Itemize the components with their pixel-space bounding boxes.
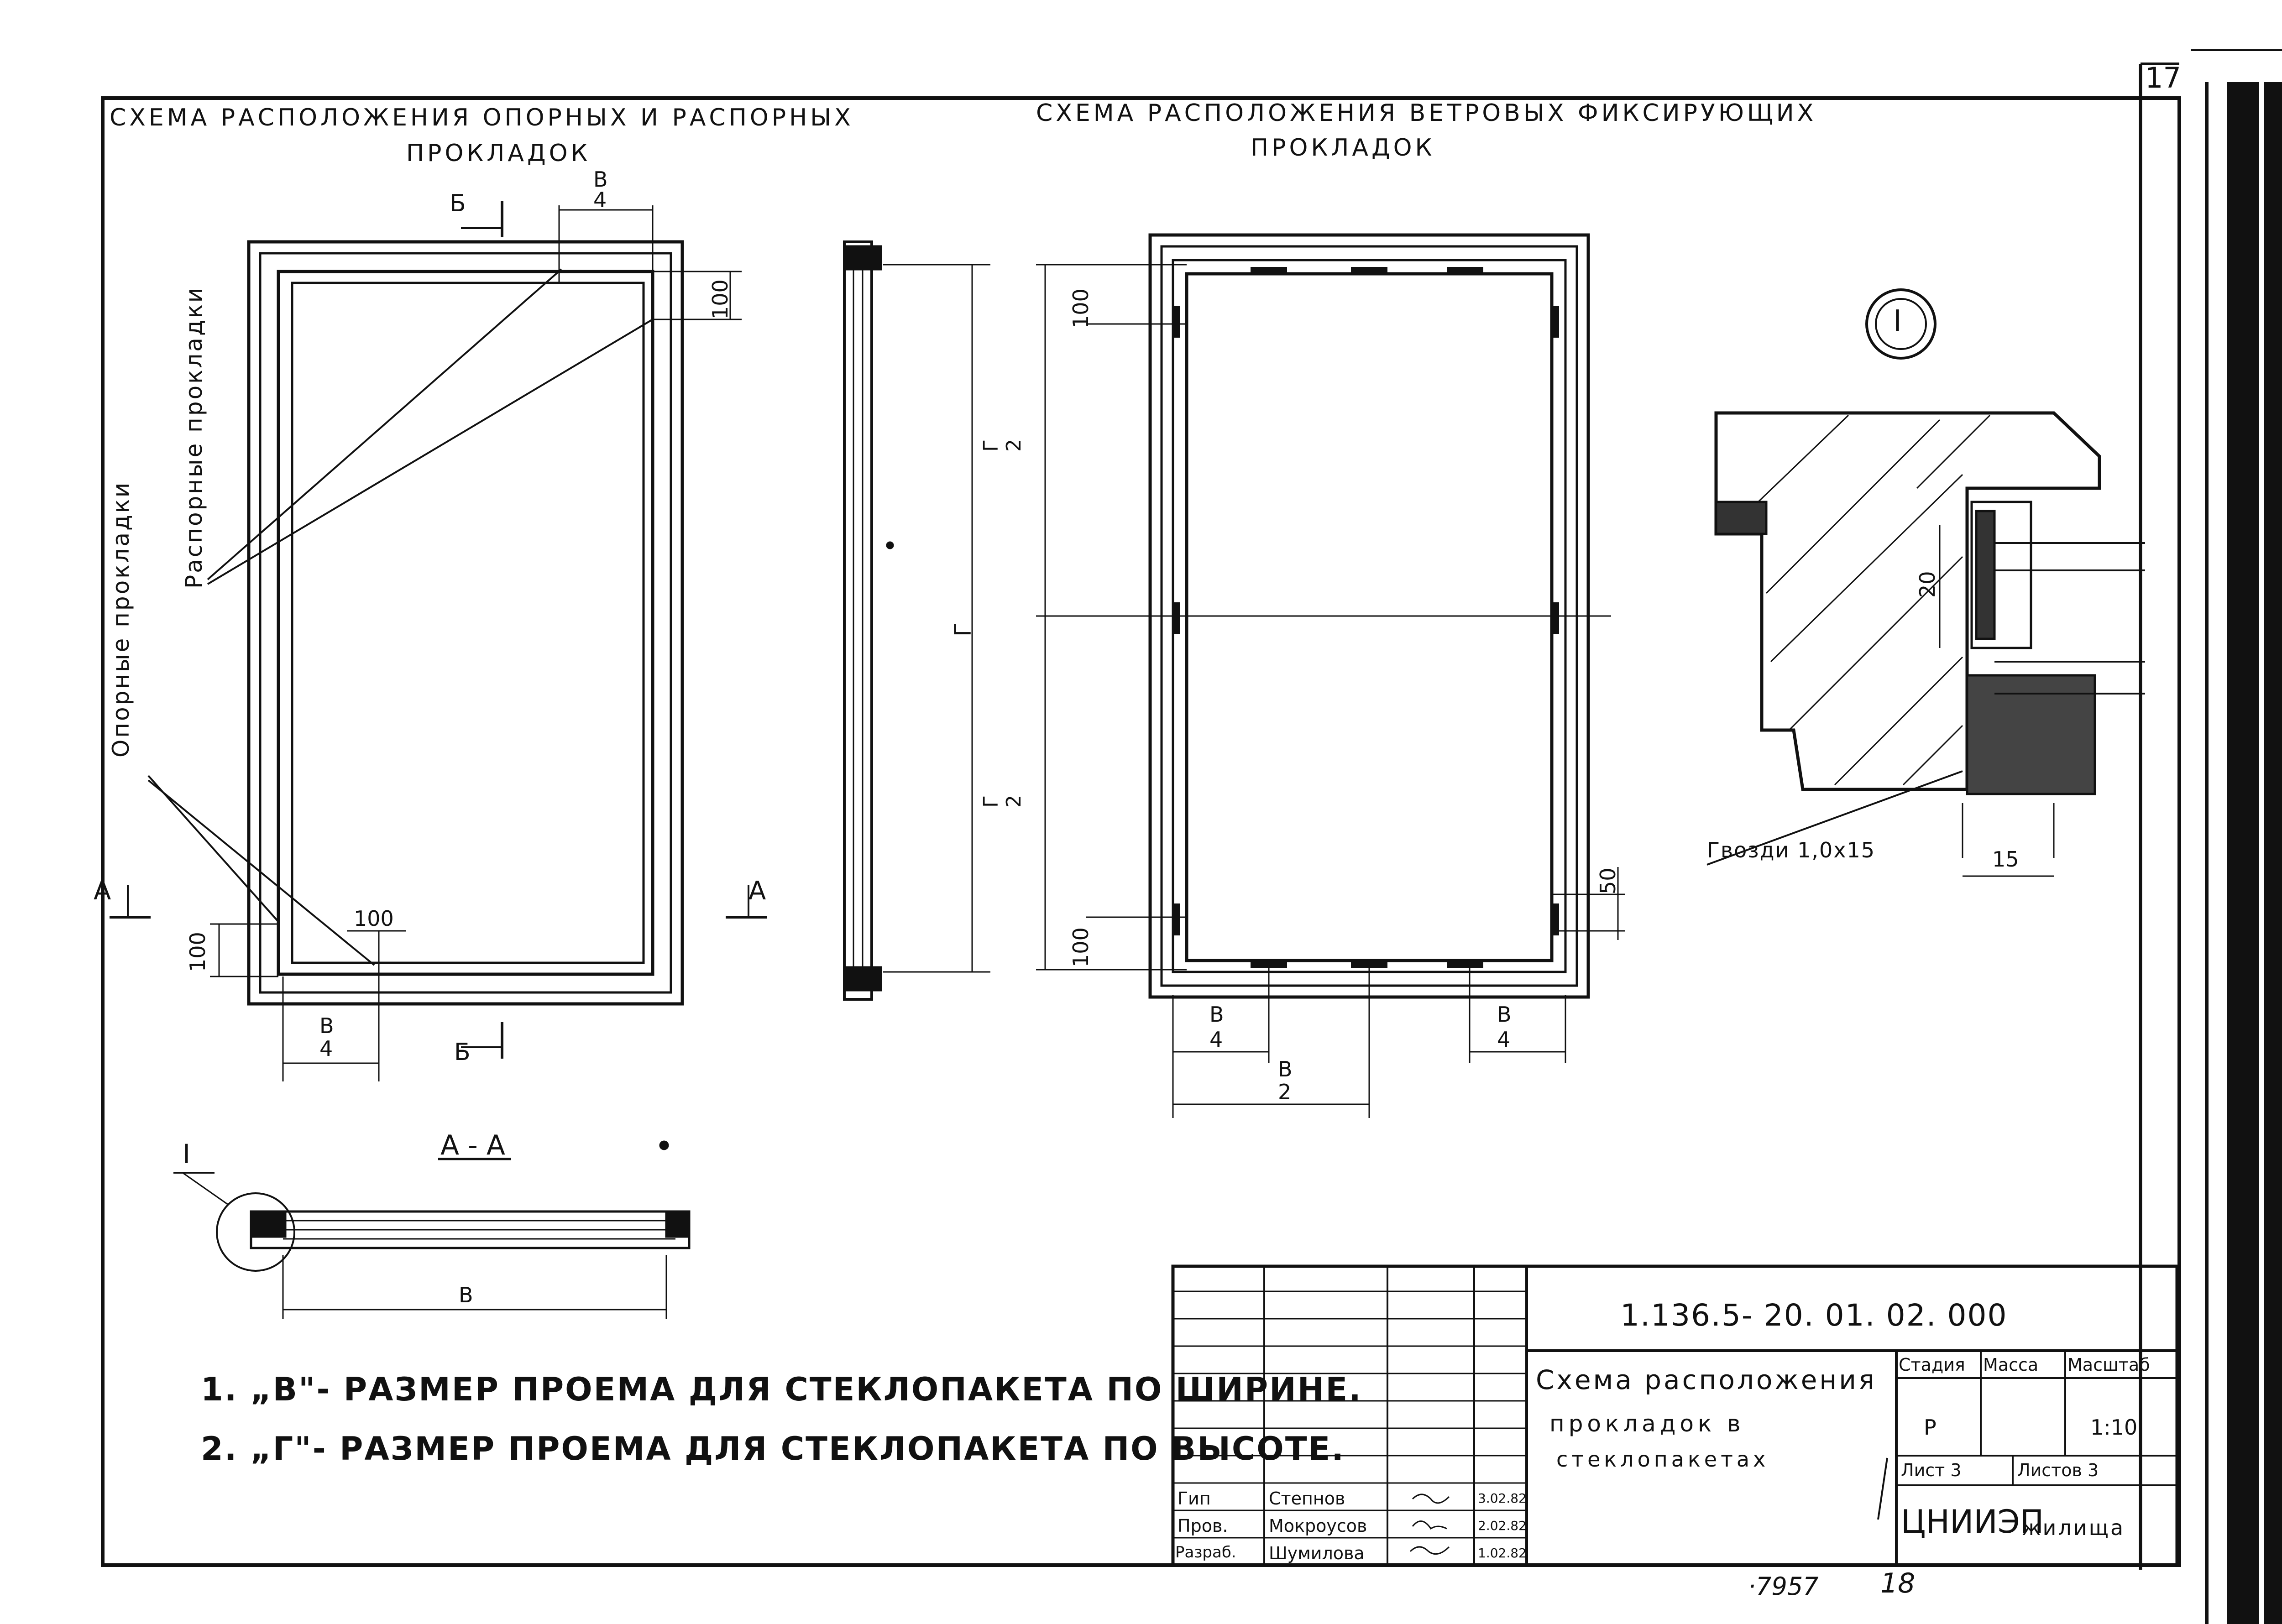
dim-b-left: В [319,1013,334,1038]
stamp-code: 1.136.5- 20. 01. 02. 000 [1620,1298,2008,1333]
dim-b-r2: В [1497,1002,1512,1027]
dim-g-half-bottom: Г [979,795,1003,808]
dim-20: 20 [1915,571,1940,598]
dim-g-half-top-2: 2 [1002,439,1026,452]
label-spacer-pads: Распорные прокладки [181,286,207,589]
dim-15: 15 [1992,847,2019,872]
callout-i-detail: I [1893,304,1902,338]
title-left-line1: СХЕМА РАСПОЛОЖЕНИЯ ОПОРНЫХ И РАСПОРНЫХ [110,104,854,131]
stamp-date-2: 2.02.82 [1478,1518,1527,1533]
dim-4-top: 4 [593,188,607,212]
stamp-title-1: Схема расположения [1536,1364,1877,1395]
title-block [1171,1264,2179,1567]
stamp-sheet: Лист 3 [1901,1460,1962,1480]
dim-100-right-bottom: 100 [1068,927,1093,967]
sheet-number: 17 [2145,61,2181,94]
callout-i-section: I [183,1138,191,1170]
stamp-org-suffix: жилища [2022,1515,2125,1540]
stamp-role-1: Гип [1178,1488,1211,1509]
stamp-title-3: стеклопакетах [1556,1447,1769,1472]
dim-g-side: Г [950,622,976,637]
note-1: 1. „В"- РАЗМЕР ПРОЕМА ДЛЯ СТЕКЛОПАКЕТА П… [201,1371,1362,1408]
dim-4-left: 4 [319,1036,333,1061]
dim-b-aa: В [459,1283,473,1307]
left-frame-view [110,201,767,1081]
dim-4-r2: 4 [1497,1027,1511,1052]
label-support-pads: Опорные прокладки [108,480,134,757]
stamp-scale: 1:10 [2090,1415,2138,1440]
bottom-mark-2: 18 [1880,1567,1916,1599]
dim-b-r1: В [1209,1002,1224,1027]
title-right-line2: ПРОКЛАДОК [1251,134,1435,162]
note-2: 2. „Г"- РАЗМЕР ПРОЕМА ДЛЯ СТЕКЛОПАКЕТА П… [201,1430,1345,1467]
dim-b-top: В [593,167,608,192]
section-b-bottom: Б [454,1039,471,1066]
section-a-right: А [748,876,766,906]
right-frame-view [1036,233,1625,1118]
stamp-role-2: Пров. [1178,1516,1228,1536]
dim-4-r1: 4 [1209,1027,1223,1052]
stamp-mass-header: Масса [1983,1355,2039,1375]
stamp-name-2: Мокроусов [1269,1516,1367,1536]
stamp-title-2: прокладок в [1549,1410,1745,1437]
stamp-date-1: 3.02.82 [1478,1491,1527,1506]
side-section-view [843,240,990,1001]
dim-2-half: 2 [1278,1080,1292,1104]
detail-i [1706,288,2145,877]
stamp-scale-header: Масштаб [2067,1355,2150,1375]
stamp-stage-header: Стадия [1899,1355,1965,1375]
label-nails: Гвозди 1,0х15 [1707,838,1876,862]
title-right-line1: СХЕМА РАСПОЛОЖЕНИЯ ВЕТРОВЫХ ФИКСИРУЮЩИХ [1036,99,1817,127]
section-b-top: Б [450,190,466,217]
stamp-name-1: Степнов [1269,1488,1345,1509]
dim-b-half: В [1278,1057,1293,1081]
title-left-line2: ПРОКЛАДОК [406,140,591,167]
section-aa [173,1140,691,1319]
dim-50: 50 [1596,867,1620,894]
bottom-mark-1: ·7957 [1748,1572,1819,1601]
stamp-name-3: Шумилова [1269,1543,1365,1563]
dim-100-top: 100 [708,279,733,319]
stamp-stage: Р [1924,1415,1937,1440]
stamp-role-3: Разраб. [1175,1543,1236,1561]
dim-100-right-top: 100 [1068,288,1093,329]
sheet-frame [101,49,2282,1624]
dim-g-half-top: Г [979,439,1003,452]
stamp-org: ЦНИИЭП [1901,1503,2044,1540]
stamp-sheets: Листов 3 [2017,1460,2099,1480]
section-aa-title: А - А [440,1129,505,1161]
dim-g-half-bottom-2: 2 [1002,795,1026,808]
stamp-date-3: 1.02.82 [1478,1546,1527,1561]
dim-100-left: 100 [185,932,210,972]
section-a-left: А [94,876,111,906]
dim-100-bottom: 100 [354,906,394,931]
